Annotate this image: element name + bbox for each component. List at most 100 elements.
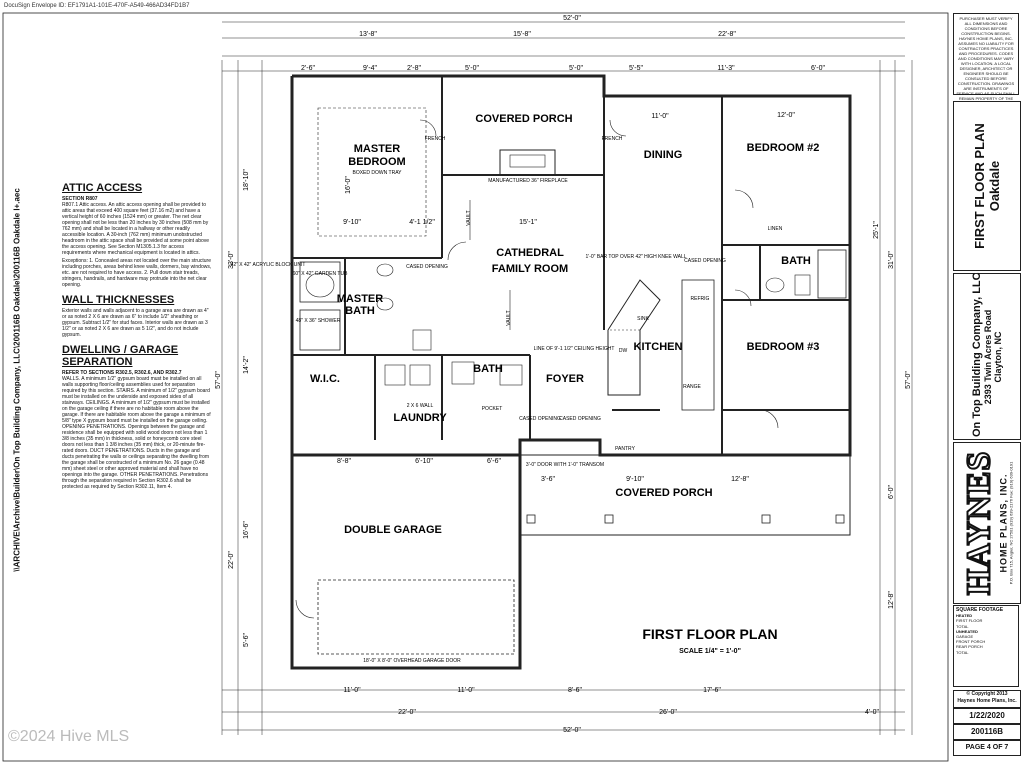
docusign-envelope-id: DocuSign Envelope ID: EF1791A1-101E-470F… [4, 3, 190, 9]
covered-porch-front-label: COVERED PORCH [615, 487, 712, 499]
sheet-border [2, 12, 949, 762]
dim-row2-4: 5'-0" [569, 65, 583, 72]
code-notes: ATTIC ACCESS SECTION R807 R807.1 Attic a… [62, 176, 212, 492]
cased-opening-label: CASED OPENING [406, 264, 448, 270]
garage-door-label: 18'-0" X 8'-0" OVERHEAD GARAGE DOOR [363, 658, 461, 664]
dim-right-c: 6'-0" [888, 485, 895, 499]
sqft-first-floor: FIRST FLOOR [956, 618, 983, 624]
dim-bottom-b: 26'-0" [659, 709, 677, 716]
sqft-total: TOTAL [956, 623, 969, 629]
dim-top-total: 52'-0" [563, 15, 581, 22]
square-footage-block: SQUARE FOOTAGE HEATED FIRST FLOOR TOTAL … [953, 605, 1019, 687]
foyer-label: FOYER [546, 373, 584, 385]
haynes-logo-sub: HOME PLANS, INC. [998, 473, 1009, 573]
bar-top-label: 1'-0" BAR TOP OVER 42" HIGH KNEE WALL [585, 254, 686, 260]
dim-garage-row-2: 6'-6" [487, 458, 501, 465]
master-bath-label-2: BATH [345, 305, 375, 317]
shower-label: 48" X 36" SHOWER [296, 318, 341, 324]
dim-bottom-row-3: 17'-6" [703, 687, 721, 694]
wic-label: W.I.C. [310, 373, 340, 385]
dim-bottom-row-1: 11'-0" [457, 687, 475, 694]
builder-block: On Top Building Company, LLC 2393 Twin A… [953, 271, 1021, 440]
attic-access-heading: ATTIC ACCESS [62, 182, 143, 194]
garage-separation-text: WALLS. A minimum 1/2" gypsum board must … [62, 376, 211, 490]
plan-number: 200116B [970, 727, 1004, 736]
dim-bottom-total: 52'-0" [563, 727, 581, 734]
dim-left-b: 22'-0" [228, 551, 235, 569]
wall-thickness-heading: WALL THICKNESSES [62, 294, 175, 306]
cased-opening-label-4: CASED OPENING [559, 416, 601, 422]
sqft-heated: HEATED [956, 613, 973, 619]
dim-master-width-2: 4'-1 1/2" [409, 219, 435, 226]
disclaimer-text: PURCHASER MUST VERIFY ALL DIMENSIONS AND… [956, 16, 1016, 106]
dim-top-c: 22'-8" [718, 31, 736, 38]
master-bedroom-label-2: BEDROOM [348, 156, 405, 168]
door-transom-label: 3'-0" DOOR WITH 1'-0" TRANSOM [526, 462, 604, 468]
sqft-unheated: UNHEATED [956, 628, 978, 634]
dim-bottom-c: 4'-0" [865, 709, 879, 716]
sheet-title-block: FIRST FLOOR PLAN Oakdale [953, 101, 1021, 271]
2x6-wall-label: 2 X 6 WALL [407, 403, 434, 409]
dim-row2-7: 6'-0" [811, 65, 825, 72]
french-door-label-left: FRENCH [425, 136, 446, 142]
dim-bottom-row-0: 11'-0" [343, 687, 361, 694]
sqft-garage: GARAGE [956, 634, 974, 640]
haynes-logo: HAYNES HOME PLANS, INC. P.O. Box 715, An… [953, 442, 1021, 604]
dim-left-e: 16'-6" [243, 521, 250, 539]
dim-bottom-row-2: 8'-6" [568, 687, 582, 694]
dim-right-d: 12'-8" [888, 591, 895, 609]
haynes-contact: P.O. Box 715, Angier, NC 27501 (919) 639… [1008, 461, 1014, 585]
linen-label: LINEN [768, 226, 783, 232]
boxed-tray-label: BOXED DOWN TRAY [353, 170, 403, 176]
bedroom2-label: BEDROOM #2 [747, 142, 820, 154]
garden-tub-label: 60" X 42" GARDEN TUB [293, 271, 349, 277]
haynes-logo-text: HAYNES [960, 450, 999, 597]
sqft-front-porch: FRONT PORCH [956, 639, 986, 645]
range-label: RANGE [683, 384, 701, 390]
dim-porch-row-2: 12'-8" [731, 476, 749, 483]
family-room-label-2: FAMILY ROOM [492, 263, 568, 275]
builder-address: 2393 Twin Acres Road [983, 309, 993, 404]
dining-label: DINING [644, 149, 683, 161]
copyright-line-2: Haynes Home Plans, Inc. [957, 698, 1017, 704]
attic-exceptions: Exceptions: 1. Concealed areas not locat… [62, 258, 212, 288]
attic-text: R807.1 Attic access. An attic access ope… [62, 202, 210, 256]
pocket-label: POCKET [482, 406, 503, 412]
vault-label-2: VAULT [506, 310, 512, 325]
sqft-total2: TOTAL [956, 649, 969, 655]
dim-row2-0: 2'-6" [301, 65, 315, 72]
dim-porch-row-1: 9'-10" [626, 476, 644, 483]
date-block: 1/22/2020 [953, 708, 1021, 724]
master-bath-label-1: MASTER [337, 293, 384, 305]
dim-top-b: 15'-8" [513, 31, 531, 38]
cased-opening-label-2: CASED OPENING [684, 258, 726, 264]
dim-left-f: 5'-6" [243, 633, 250, 647]
dim-row2-6: 11'-3" [717, 65, 735, 72]
vault-label-1: VAULT [466, 210, 472, 225]
plan-scale: SCALE 1/4" = 1'-0" [679, 648, 741, 655]
sqft-rear-porch: REAR PORCH [956, 644, 983, 650]
sink-label: SINK [637, 316, 649, 322]
dim-row2-2: 2'-8" [407, 65, 421, 72]
dim-left-d: 14'-2" [243, 356, 250, 374]
acrylic-block-label: 42" X 42" ACRYLIC BLOCK UNIT [231, 262, 306, 268]
ceiling-line-label: LINE OF 9'-1 1/2" CEILING HEIGHT [534, 346, 615, 352]
builder-name: On Top Building Company, LLC [971, 271, 983, 437]
plan-name: Oakdale [987, 160, 1002, 212]
dim-right-total: 57'-0" [905, 371, 912, 389]
french-door-label-right: FRENCH [602, 136, 623, 142]
dim-porch-row-0: 3'-6" [541, 476, 555, 483]
dim-bed2-width: 12'-0" [777, 112, 795, 119]
dim-left-total: 57'-0" [215, 371, 222, 389]
wall-thickness-text: Exterior walls and walls adjacent to a g… [62, 308, 209, 338]
dim-row2-5: 5'-5" [629, 65, 643, 72]
family-room-label-1: CATHEDRAL [496, 247, 564, 259]
sheet-title: FIRST FLOOR PLAN [972, 123, 987, 249]
builder-city: Clayton, NC [993, 331, 1003, 383]
kitchen-label: KITCHEN [634, 341, 683, 353]
plan-date: 1/22/2020 [969, 711, 1005, 720]
page-block: PAGE 4 OF 7 [953, 740, 1021, 756]
dim-right-b: 31'-0" [888, 251, 895, 269]
bedroom3-label: BEDROOM #3 [747, 341, 820, 353]
